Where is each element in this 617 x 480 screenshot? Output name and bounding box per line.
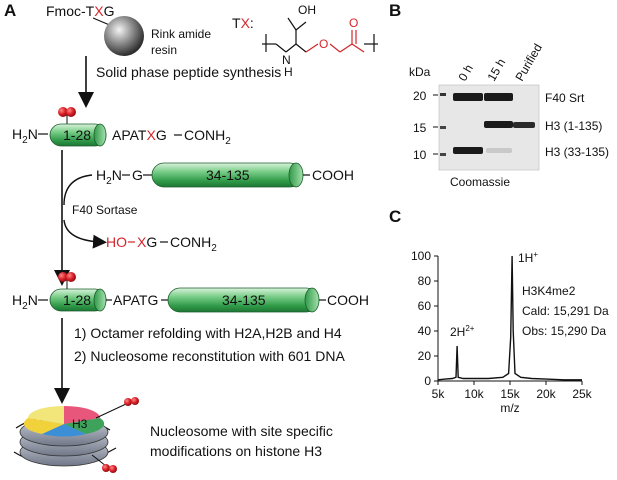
band-h3-full-purified — [513, 122, 535, 128]
x-tick-label: 20k — [536, 387, 556, 401]
tx-structure — [262, 17, 378, 53]
band-h3-trunc-15h — [486, 148, 512, 153]
marker-10: 10 — [413, 148, 427, 162]
step-2: 2) Nucleosome reconstitution with 601 DN… — [74, 348, 345, 364]
modification-ball — [58, 107, 68, 117]
modification-ball — [109, 465, 117, 473]
octamer-top-face — [23, 406, 105, 437]
struct-h: H — [284, 65, 293, 79]
final-line-1: Nucleosome with site specific — [150, 423, 333, 439]
modification-ball — [58, 272, 68, 282]
band-label-h3-trunc: H3 (33-135) — [545, 145, 609, 159]
modification-ball — [124, 398, 132, 406]
y-tick-label: 40 — [418, 324, 432, 338]
segment-1-28-cylinder: 1-28 — [49, 123, 107, 147]
struct-oh: OH — [298, 3, 316, 17]
band-h3-trunc-0h — [453, 147, 483, 154]
peptide-tail: APATXG — [112, 127, 167, 143]
struct-o-carbonyl: O — [349, 16, 358, 30]
nucleosome: H3 — [13, 397, 139, 473]
y-tick-label: 20 — [418, 349, 432, 363]
modification-ball — [131, 397, 139, 405]
struct-o-ester: O — [319, 37, 328, 51]
ladder-band — [440, 93, 446, 96]
arrow-byproduct — [63, 219, 107, 249]
x-tick-label: 5k — [432, 387, 446, 401]
marker-20: 20 — [413, 89, 427, 103]
rink-resin-bead — [104, 16, 144, 56]
final-line-2: modifications on histone H3 — [150, 443, 322, 459]
modification-ball — [66, 107, 76, 117]
peak-label-2h: 2H2+ — [450, 324, 475, 339]
segment-34-135-label: 34-135 — [206, 167, 250, 183]
product-cooh: COOH — [327, 292, 369, 308]
band-label-h3-full: H3 (1-135) — [545, 119, 602, 133]
product-segment-1-28: 1-28 — [49, 288, 107, 312]
panel-b: B kDa 0 h 15 h Purified 20 15 10 F40 Srt… — [389, 1, 609, 189]
protein-cooh: COOH — [312, 167, 354, 183]
band-f40-0h — [453, 93, 483, 101]
band-label-f40: F40 Srt — [545, 91, 585, 105]
band-h3-full-15h — [484, 121, 513, 128]
stain-label: Coomassie — [450, 175, 510, 189]
byproduct-ho: HO — [106, 234, 127, 250]
product-segment-1-28-label: 1-28 — [63, 292, 91, 308]
segment-34-135-cylinder: 34-135 — [151, 162, 304, 188]
lane-label-0h: 0 h — [455, 62, 475, 83]
byproduct-conh2: CONH2 — [170, 234, 217, 254]
lane-label-purified: Purified — [512, 41, 544, 83]
resin-name-line1: Rink amide — [151, 27, 211, 41]
product-segment-34-135: 34-135 — [167, 287, 320, 313]
segment-1-28-label: 1-28 — [63, 127, 91, 143]
calcd-mass: Cald: 15,291 Da — [522, 304, 609, 318]
product-segment-34-135-label: 34-135 — [222, 292, 266, 308]
y-tick-label: 0 — [424, 374, 431, 388]
ladder-band — [440, 126, 446, 129]
struct-n: N — [282, 53, 291, 67]
resin-name-line2: resin — [151, 43, 177, 57]
observed-mass: Obs: 15,290 Da — [522, 324, 606, 338]
tx-label: TX: — [232, 15, 254, 31]
modifications-top — [58, 107, 76, 124]
enzyme-label: F40 Sortase — [72, 203, 138, 217]
panel-a-letter: A — [4, 1, 16, 20]
panel-c-letter: C — [389, 207, 401, 226]
byproduct-xg: XG — [137, 234, 157, 250]
step-spps: Solid phase peptide synthesis — [96, 64, 281, 80]
x-axis-label: m/z — [500, 401, 519, 415]
modification-ball — [66, 272, 76, 282]
band-f40-15h — [484, 93, 513, 101]
resin-peptide-label: Fmoc-TXG — [46, 3, 114, 19]
protein-h2n: H2N — [96, 167, 122, 187]
protein-g: G — [132, 167, 143, 183]
kda-label: kDa — [409, 65, 431, 79]
product-apatg: APATG — [113, 292, 158, 308]
y-tick-label: 80 — [418, 274, 432, 288]
spectrum-line — [437, 255, 582, 381]
peptide-h2n: H2N — [12, 126, 38, 146]
panel-a: A Fmoc-TXG Rink amide resin TX: — [4, 1, 378, 473]
ladder-band — [440, 153, 446, 156]
peptide-conh2: CONH2 — [184, 127, 231, 147]
species-label: H3K4me2 — [522, 284, 576, 298]
x-tick-label: 25k — [572, 387, 592, 401]
gel-bands — [440, 93, 535, 156]
panel-c: C 0 20 40 60 80 100 5k 10k 15k 20k 25k m/z 1H+ 2H2+… — [389, 207, 609, 415]
x-tick-label: 10k — [464, 387, 484, 401]
modification-ball — [102, 464, 110, 472]
y-tick-label: 60 — [418, 299, 432, 313]
product-h2n: H2N — [12, 292, 38, 312]
step-1: 1) Octamer refolding with H2A,H2B and H4 — [74, 325, 342, 341]
arrow-merge-curve — [63, 174, 93, 206]
panel-b-letter: B — [389, 1, 401, 20]
x-tick-label: 15k — [500, 387, 520, 401]
h3-label: H3 — [72, 417, 88, 431]
mass-spectrum-chart: 0 20 40 60 80 100 5k 10k 15k 20k 25k m/z — [411, 249, 593, 415]
lane-label-15h: 15 h — [484, 56, 508, 83]
marker-15: 15 — [413, 121, 427, 135]
modifications-product — [58, 272, 76, 290]
y-tick-label: 100 — [411, 249, 431, 263]
peak-label-1h: 1H+ — [518, 250, 538, 265]
